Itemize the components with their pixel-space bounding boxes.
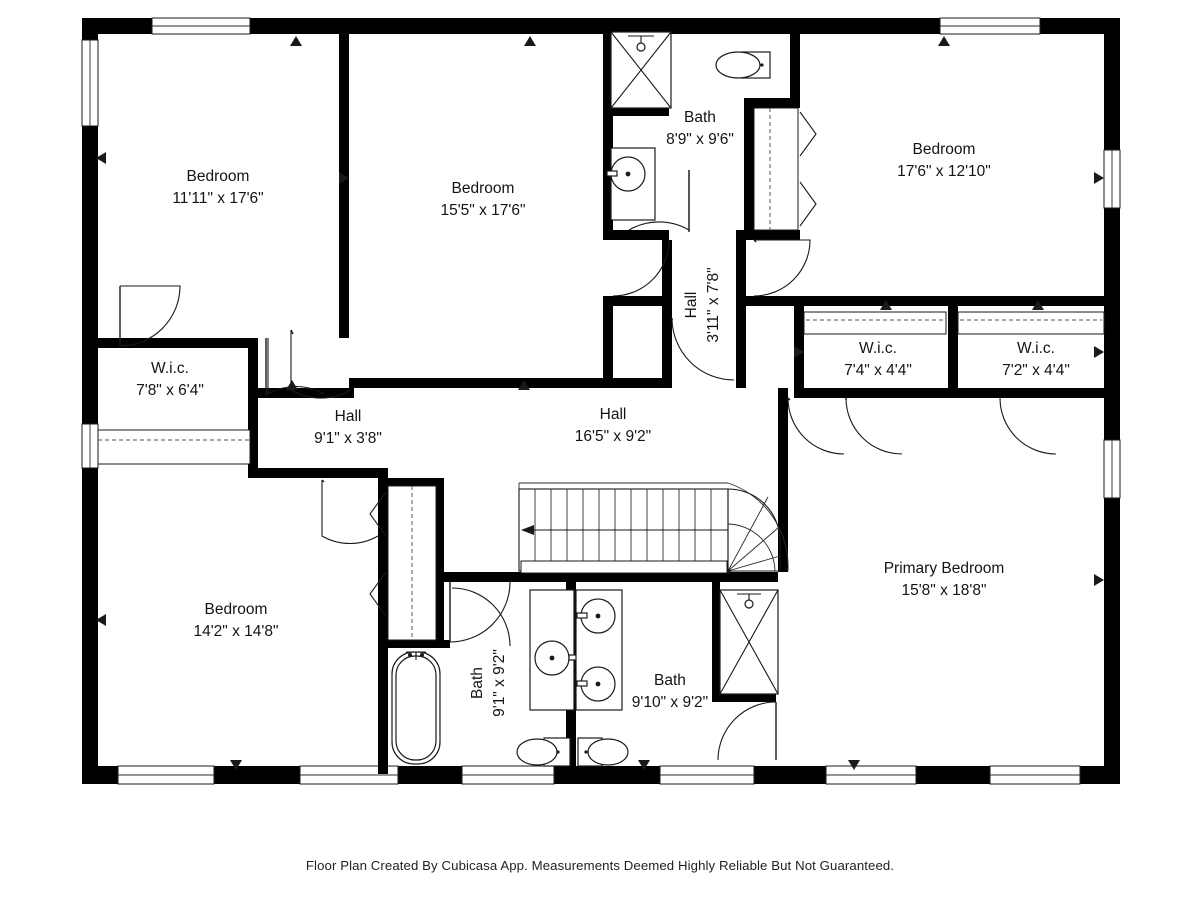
closet-door-sw-bedroom xyxy=(369,485,437,641)
window-left-1 xyxy=(81,39,99,127)
toilet-south-left xyxy=(516,737,571,767)
room-name: Hall xyxy=(683,292,700,319)
window-bottom-5 xyxy=(825,765,917,785)
room-dimensions: 15'8" x 18'8" xyxy=(901,582,986,599)
room-name: Bath xyxy=(469,667,486,699)
door-bedroom-nw xyxy=(119,285,181,347)
window-top-2 xyxy=(939,17,1041,35)
vanity-south-right xyxy=(575,589,623,711)
door-bath-north xyxy=(628,170,690,232)
door-bedroom-sw xyxy=(321,479,379,545)
room-dimensions: 8'9" x 9'6" xyxy=(666,131,734,148)
room-name: Hall xyxy=(335,408,362,425)
door-bath-south-right xyxy=(717,701,777,761)
room-name: Hall xyxy=(600,406,627,423)
staircase xyxy=(518,482,789,574)
room-label-hall-west: Hall 9'1" x 3'8" xyxy=(314,408,382,447)
door-hall-vertical xyxy=(671,317,735,381)
window-bottom-1 xyxy=(117,765,215,785)
footer-disclaimer: Floor Plan Created By Cubicasa App. Meas… xyxy=(305,858,895,873)
wic-shelving xyxy=(97,311,1105,465)
room-label-bedroom-sw: Bedroom 14'2" x 14'8" xyxy=(193,601,278,640)
door-bedroom-n-center xyxy=(290,329,352,399)
room-label-wic-east-left: W.i.c. 7'4" x 4'4" xyxy=(844,340,912,379)
room-dimensions: 7'4" x 4'4" xyxy=(844,362,912,379)
room-dimensions: 7'8" x 6'4" xyxy=(136,382,204,399)
room-dimensions: 7'2" x 4'4" xyxy=(1002,362,1070,379)
room-label-hall-main: Hall 16'5" x 9'2" xyxy=(575,406,651,445)
room-label-bedroom-n-center: Bedroom 15'5" x 17'6" xyxy=(440,180,525,219)
room-name: W.i.c. xyxy=(859,340,897,357)
door-primary-bedroom xyxy=(787,397,845,455)
door-bath-south-left xyxy=(449,581,511,643)
room-name: Bedroom xyxy=(187,168,250,185)
room-label-bath-south-right: Bath 9'10" x 9'2" xyxy=(632,672,708,711)
room-name: Bedroom xyxy=(913,141,976,158)
room-label-wic-east-right: W.i.c. 7'2" x 4'4" xyxy=(1002,340,1070,379)
room-dimensions: 17'6" x 12'10" xyxy=(897,163,991,180)
room-dimensions: 16'5" x 9'2" xyxy=(575,428,651,445)
window-group xyxy=(81,17,1121,785)
room-label-wic-west: W.i.c. 7'8" x 6'4" xyxy=(136,360,204,399)
window-bottom-4 xyxy=(659,765,755,785)
shower-stall-north xyxy=(610,31,672,109)
shelf-wic-west xyxy=(97,429,251,465)
sink-bath-north xyxy=(606,147,656,221)
room-dimensions: 14'2" x 14'8" xyxy=(193,623,278,640)
closet-doors xyxy=(369,107,817,641)
room-dimensions: 11'11" x 17'6" xyxy=(172,190,263,207)
room-name: Bath xyxy=(654,672,686,689)
window-top-1 xyxy=(151,17,251,35)
toilet-bath-north xyxy=(715,51,771,79)
bathtub-south xyxy=(391,651,441,765)
toilet-south-right xyxy=(577,737,629,767)
room-label-bedroom-ne: Bedroom 17'6" x 12'10" xyxy=(897,141,991,180)
room-dimensions: 9'1" x 3'8" xyxy=(314,430,382,447)
room-name: W.i.c. xyxy=(151,360,189,377)
fixtures-bath-south xyxy=(391,589,779,767)
window-left-2 xyxy=(81,423,99,469)
door-closet-south xyxy=(451,587,511,647)
window-bottom-3 xyxy=(461,765,555,785)
measure-arrows xyxy=(96,36,1104,770)
window-bottom-6 xyxy=(989,765,1081,785)
room-label-bath-north: Bath 8'9" x 9'6" xyxy=(666,109,734,148)
room-name: Bedroom xyxy=(205,601,268,618)
vanity-south-left xyxy=(529,589,580,711)
room-label-bedroom-nw: Bedroom 11'11" x 17'6" xyxy=(172,168,263,207)
room-labels: Bedroom 11'11" x 17'6" Bedroom 15'5" x 17'6… xyxy=(136,109,1070,717)
shower-stall-south xyxy=(719,589,779,695)
door-wic-east-right xyxy=(999,397,1057,455)
window-right-1 xyxy=(1103,149,1121,209)
interior-walls xyxy=(98,26,1120,774)
room-label-primary-bedroom: Primary Bedroom 15'8" x 18'8" xyxy=(884,560,1005,599)
room-dimensions: 15'5" x 17'6" xyxy=(440,202,525,219)
window-bottom-2 xyxy=(299,765,399,785)
door-hall-north xyxy=(612,239,670,297)
shelf-wic-east-right xyxy=(957,311,1105,335)
room-name: Bedroom xyxy=(452,180,515,197)
door-group xyxy=(119,170,1057,761)
room-name: W.i.c. xyxy=(1017,340,1055,357)
room-label-bath-south-left: Bath 9'1" x 9'2" xyxy=(469,649,508,717)
room-dimensions: 9'10" x 9'2" xyxy=(632,694,708,711)
shelf-wic-east-left xyxy=(803,311,947,335)
door-bedroom-ne xyxy=(753,239,811,297)
room-name: Bath xyxy=(684,109,716,126)
closet-door-north-bath xyxy=(753,107,817,231)
fixtures-bath-north xyxy=(606,31,771,221)
room-name: Primary Bedroom xyxy=(884,560,1005,577)
room-dimensions: 3'11" x 7'8" xyxy=(705,267,722,342)
door-wic-east-left xyxy=(845,397,903,455)
room-dimensions: 9'1" x 9'2" xyxy=(491,649,508,717)
window-right-2 xyxy=(1103,439,1121,499)
room-label-hall-vertical: Hall 3'11" x 7'8" xyxy=(683,267,722,342)
